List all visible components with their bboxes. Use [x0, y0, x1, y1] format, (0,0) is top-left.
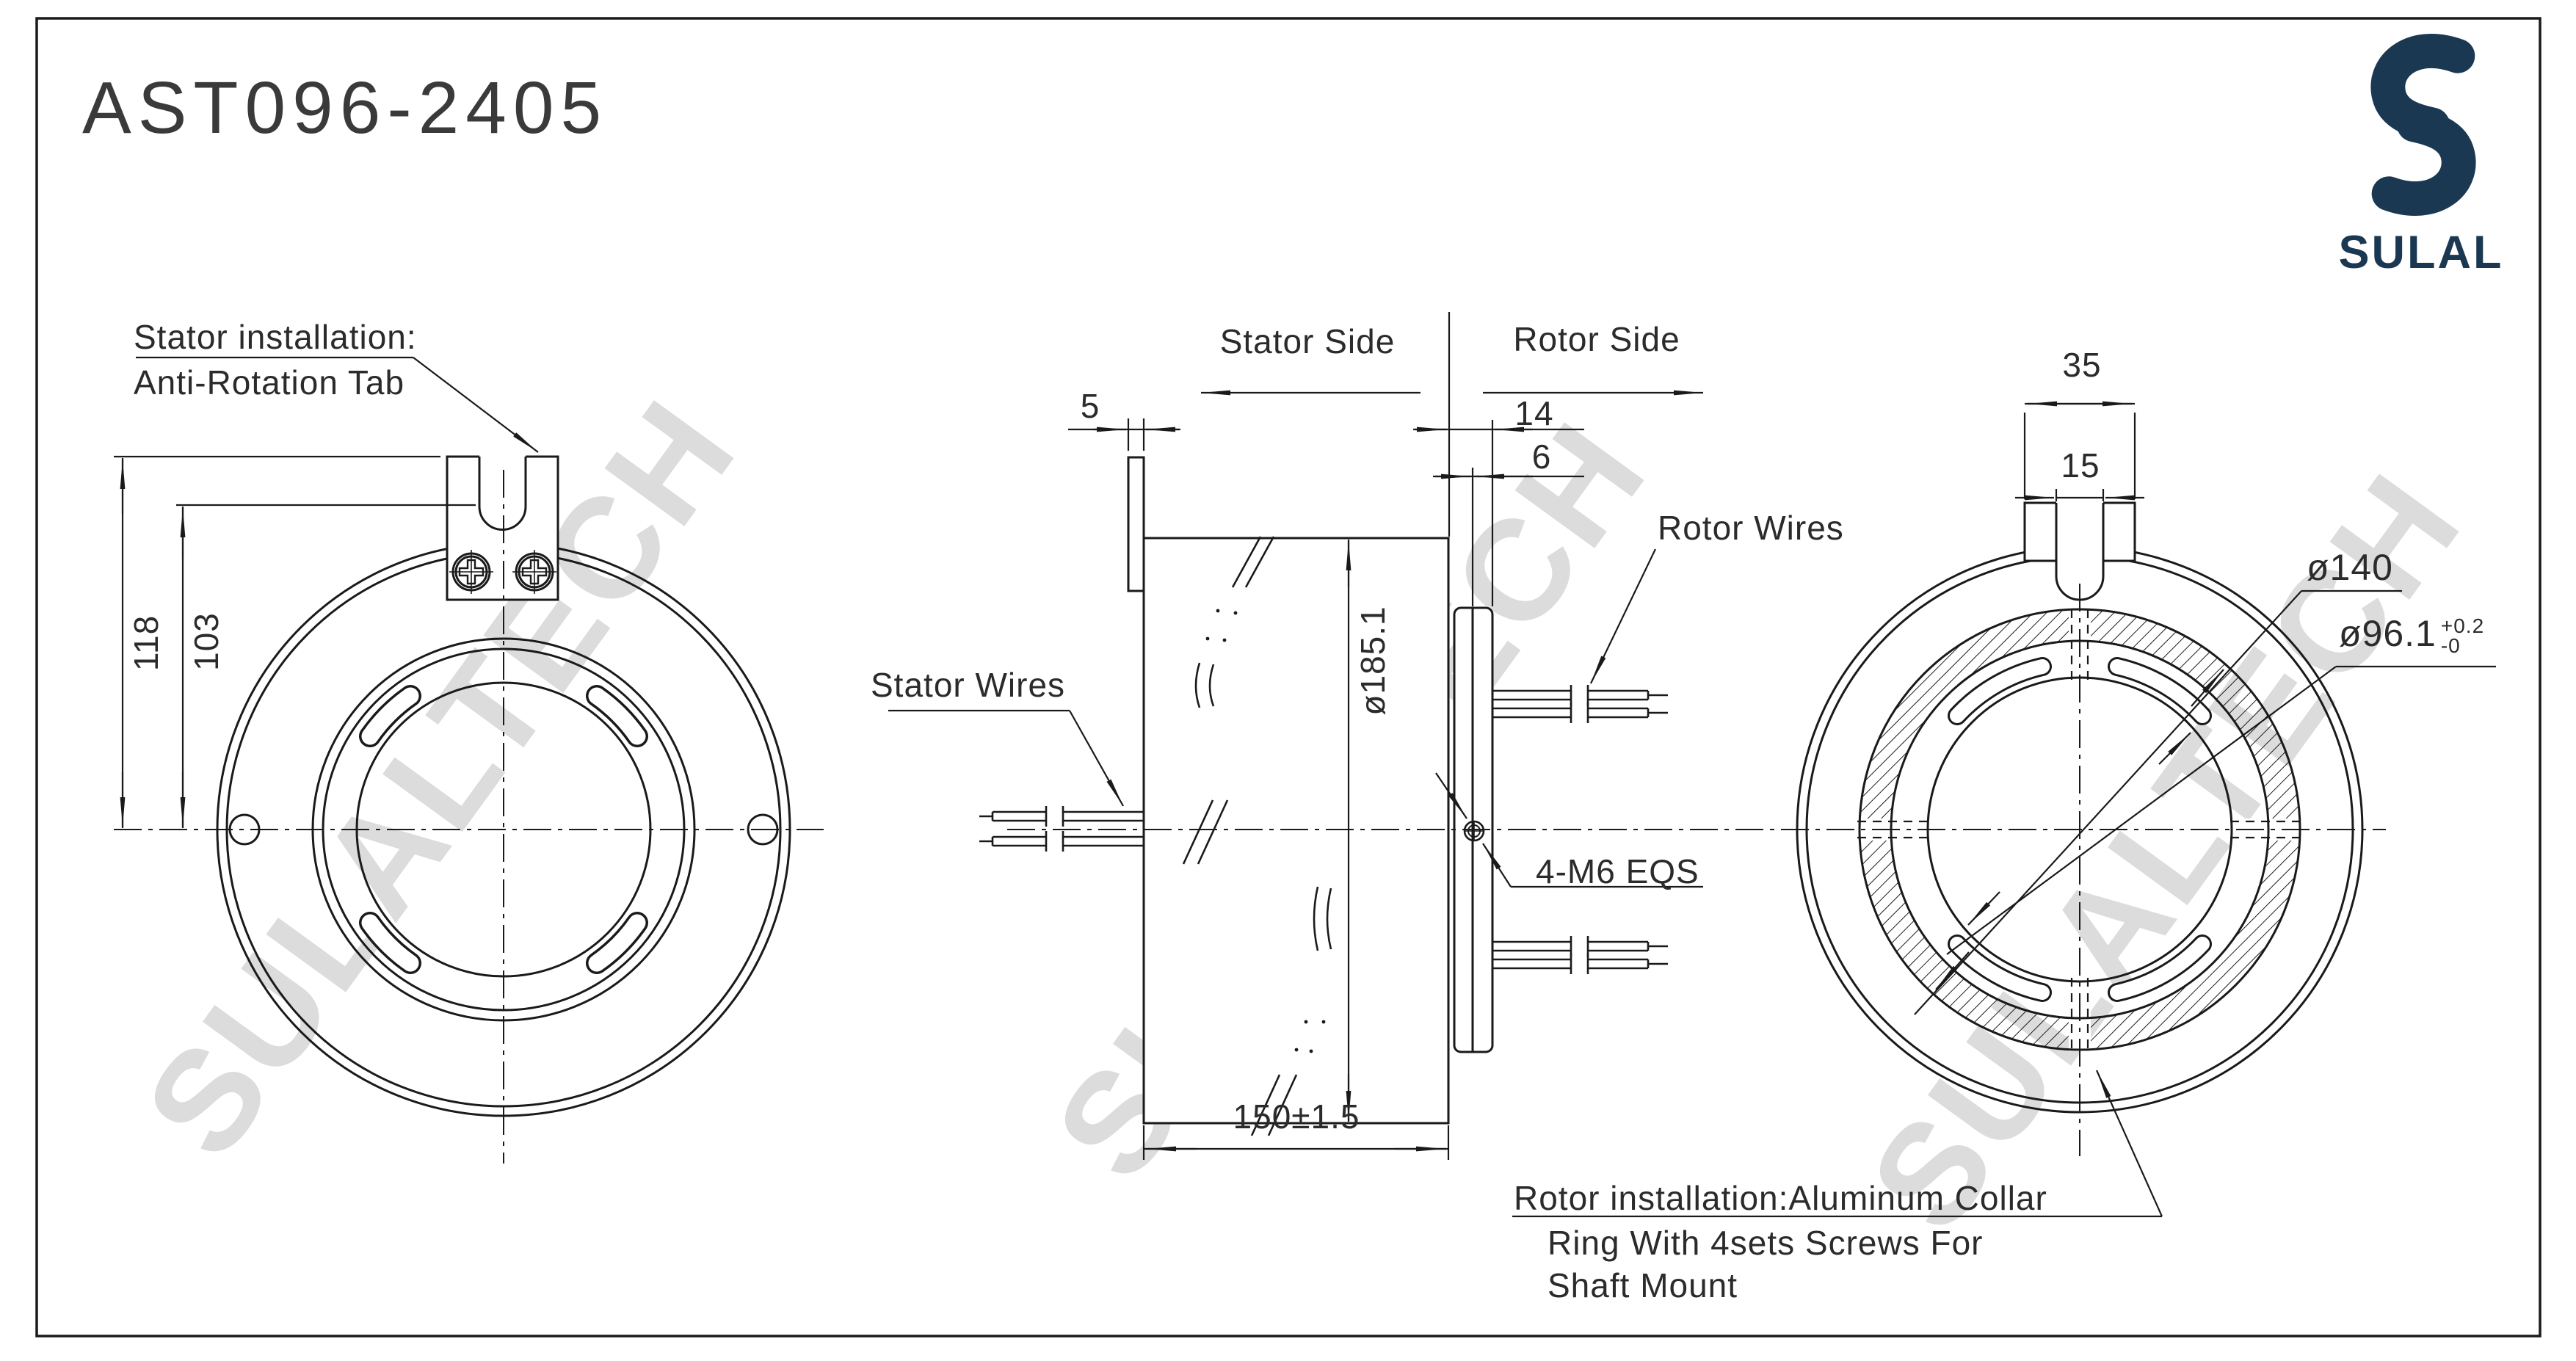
centerlines	[114, 470, 2386, 1164]
stator-install-label-line1: Stator installation:	[134, 318, 417, 356]
m6-eqs-label: 4-M6 EQS	[1536, 852, 1699, 890]
dim-35: 35	[2062, 346, 2102, 384]
dim-103: 103	[187, 612, 225, 671]
front-view-dimensions	[114, 356, 539, 828]
rotor-wires-label: Rotor Wires	[1658, 509, 1844, 547]
stator-install-label-line2: Anti-Rotation Tab	[134, 363, 405, 402]
set-screws	[1857, 609, 2302, 1050]
tab-screw-left	[449, 550, 493, 594]
dim-118: 118	[127, 614, 165, 672]
rotor-wires	[1492, 685, 1668, 974]
m6-screw	[1463, 820, 1485, 842]
rear-tab	[2023, 501, 2136, 601]
break-marks	[1182, 536, 1332, 1136]
dim-140: ø140	[2307, 547, 2393, 588]
rotor-side-label: Rotor Side	[1513, 320, 1680, 358]
dim-96: ø96.1+0.2-0	[2339, 612, 2484, 656]
side-view-dimensions	[888, 312, 1703, 1160]
bore-notches	[359, 685, 648, 974]
logo-mark	[2361, 33, 2486, 217]
dim-96-value: ø96.1	[2339, 613, 2437, 654]
anti-rotation-tab	[446, 455, 559, 601]
dim-6: 6	[1531, 438, 1552, 476]
rotor-install-note-line1: Rotor installation:Aluminum Collar	[1514, 1179, 2047, 1217]
dim-15: 15	[2061, 446, 2100, 484]
rotor-install-note-line2: Ring With 4sets Screws For	[1548, 1224, 1984, 1262]
stator-tab-side	[1127, 456, 1145, 592]
stator-wires-label: Stator Wires	[871, 666, 1066, 704]
rear-view-dimensions	[1512, 401, 2496, 1218]
arc-slots	[1948, 657, 2212, 1002]
logo-s-icon	[2370, 34, 2476, 216]
side-view	[979, 456, 1668, 1136]
dim-96-tolerance: +0.2-0	[2440, 614, 2485, 657]
stator-body	[1142, 537, 1450, 1125]
stator-wires	[979, 806, 1144, 852]
drawing-title: AST096-2405	[82, 67, 609, 149]
dim-96-tol-plus: +0.2	[2440, 614, 2485, 638]
dim-185: ø185.1	[1354, 606, 1392, 716]
dim-96-tol-minus: -0	[2440, 634, 2461, 657]
sheet-border	[35, 17, 2541, 1338]
stator-side-label: Stator Side	[1219, 322, 1396, 360]
tab-screw-right	[512, 550, 556, 594]
dim-150: 150±1.5	[1233, 1097, 1360, 1136]
dim-14: 14	[1514, 394, 1554, 432]
section-dots	[1205, 609, 1326, 1053]
rotor-install-note-line3: Shaft Mount	[1548, 1266, 1738, 1304]
logo-brand-text: SULAL	[2338, 227, 2504, 278]
dim-5: 5	[1080, 387, 1100, 425]
